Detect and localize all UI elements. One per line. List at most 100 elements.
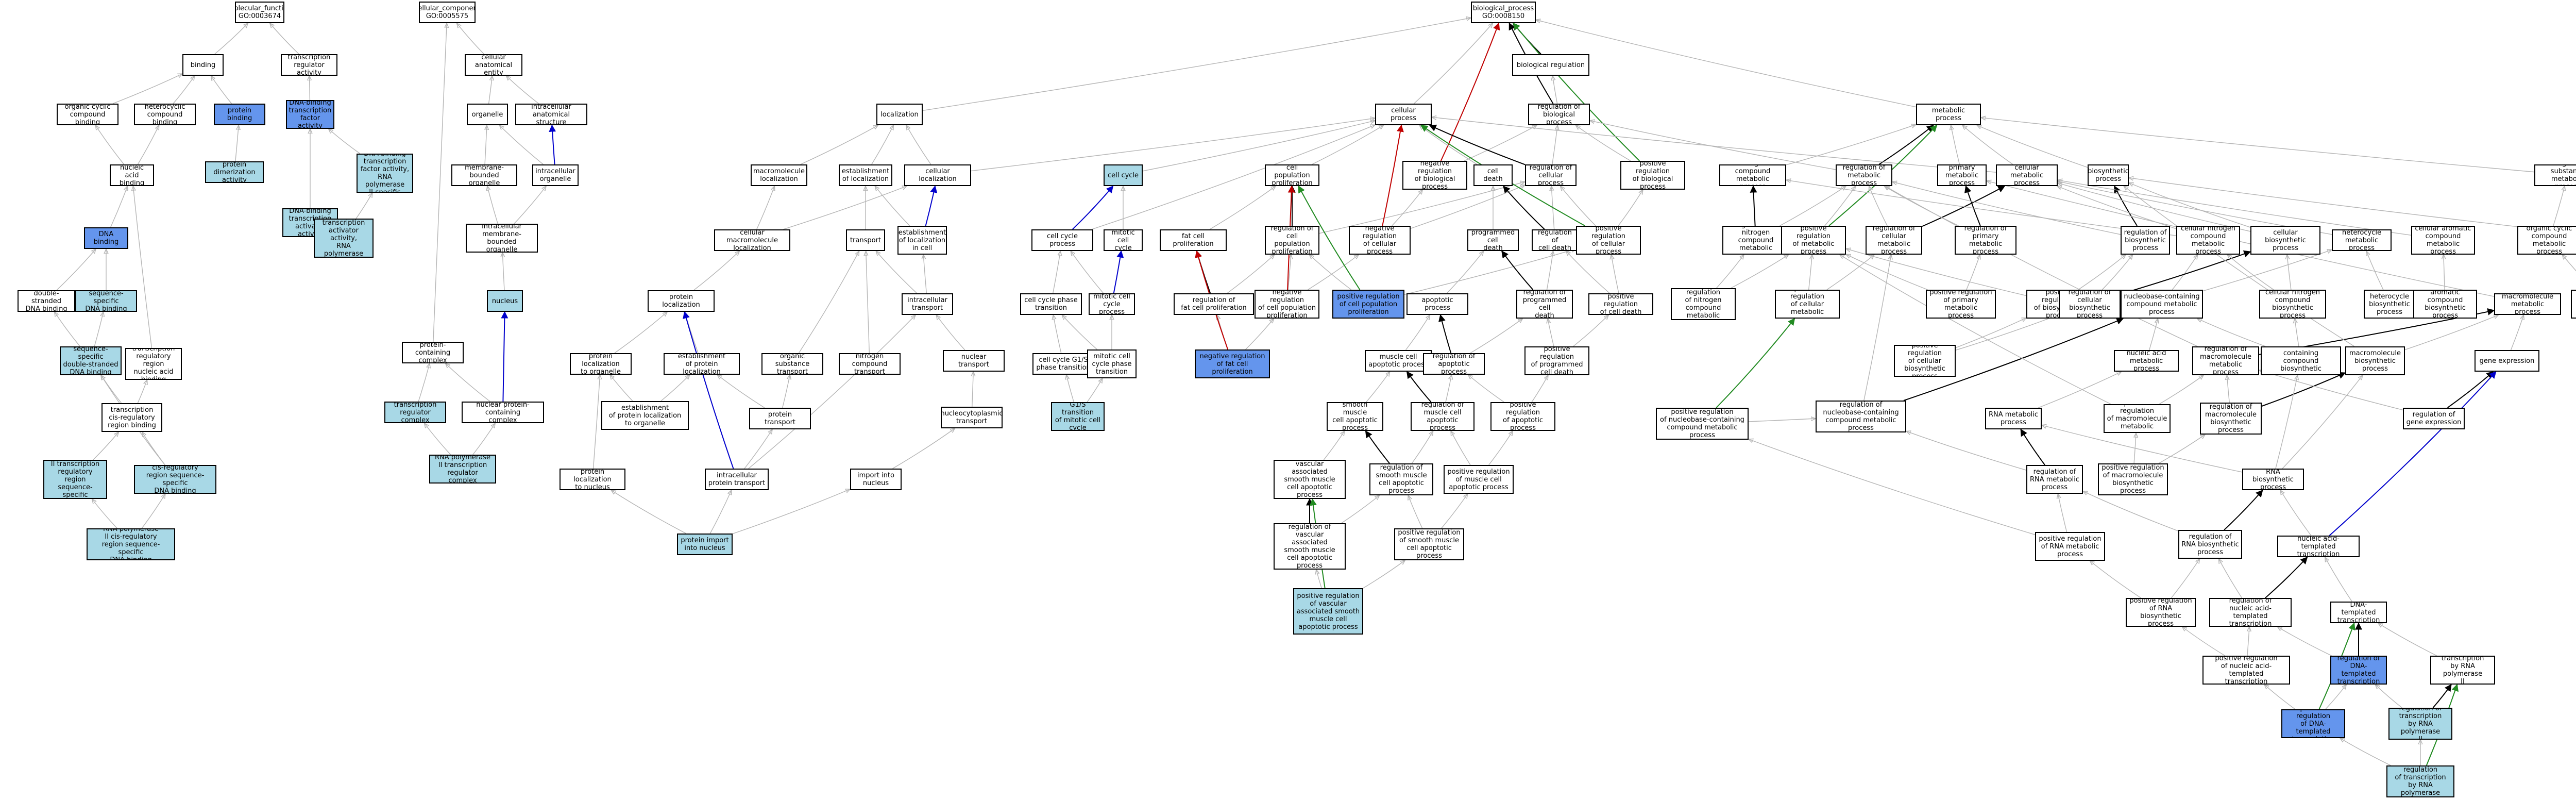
go-term-node[interactable]: positive regulation of cellular process [1576, 226, 1641, 255]
go-term-node[interactable]: negative regulation of cellular process [1349, 226, 1411, 255]
go-term-node[interactable]: protein import into nucleus [677, 534, 733, 555]
go-term-node[interactable]: cell cycle process [1031, 229, 1093, 251]
go-term-node[interactable]: establishment of localization in cell [897, 226, 947, 255]
go-term-node[interactable]: macromolecule localization [751, 164, 807, 186]
go-term-node[interactable]: transport [846, 229, 885, 251]
go-term-node[interactable]: regulation of cellular process [1525, 164, 1577, 186]
go-term-node[interactable]: apoptotic process [1406, 293, 1468, 315]
go-term-node[interactable]: regulation of nitrogen compound metaboli… [1722, 226, 1789, 255]
go-term-node[interactable]: DNA-templated transcription [2330, 602, 2387, 623]
go-term-node[interactable]: RNA biosynthetic process [2242, 469, 2304, 490]
go-term-node[interactable]: smooth muscle cell apoptotic process [1327, 402, 1383, 431]
go-term-node[interactable]: nucleobase-containing compound biosynthe… [2261, 346, 2341, 375]
go-term-node[interactable]: protein dimerization activity [205, 161, 264, 183]
go-term-node[interactable]: regulation of RNA biosynthetic process [2178, 530, 2242, 559]
go-term-node[interactable]: nucleobase-containing compound metabolic… [2121, 290, 2203, 319]
go-term-node[interactable]: DNA-binding transcription factor activit… [357, 154, 413, 193]
go-term-node[interactable]: mitotic cell cycle process [1089, 293, 1135, 315]
go-term-node[interactable]: cellular anatomical entity [465, 54, 522, 76]
go-term-node[interactable]: regulation of transcription by RNA polym… [2388, 708, 2452, 740]
go-term-node[interactable]: primary metabolic process [1937, 164, 1987, 186]
go-term-node[interactable]: negative regulation of fat cell prolifer… [1195, 349, 1270, 378]
go-term-node[interactable]: cellular aromatic compound metabolic pro… [2411, 226, 2475, 255]
go-term-node[interactable]: muscle cell apoptotic process [1365, 350, 1432, 372]
go-term-node[interactable]: negative regulation of cell population p… [1255, 290, 1319, 319]
go-term-node[interactable]: regulation of apoptotic process [1423, 353, 1485, 375]
go-term-node[interactable]: G1/S transition of mitotic cell cycle [1051, 402, 1105, 431]
go-term-node[interactable]: DNA binding [84, 227, 128, 249]
go-term-node[interactable]: intracellular organelle [532, 164, 579, 186]
go-term-node[interactable]: positive regulation of cellular metaboli… [1775, 290, 1840, 319]
go-term-node[interactable]: cellular_component GO:0005575 [419, 2, 476, 23]
go-term-node[interactable]: regulation of programmed cell death [1516, 290, 1573, 319]
go-term-node[interactable]: organelle [467, 104, 508, 125]
go-term-node[interactable]: localization [876, 104, 923, 125]
go-term-node[interactable]: regulation of cellular metabolic process [1866, 226, 1922, 255]
go-term-node[interactable]: sequence-specific DNA binding [75, 290, 137, 312]
go-term-node[interactable]: regulation of vascular associated smooth… [1274, 523, 1346, 570]
go-term-node[interactable]: molecular_function GO:0003674 [235, 2, 284, 23]
go-term-node[interactable]: organic cyclic compound binding [57, 104, 118, 125]
go-term-node[interactable]: regulation of fat cell proliferation [1174, 293, 1254, 315]
go-term-node[interactable]: positive regulation of cell death [1588, 293, 1653, 315]
go-term-node[interactable]: positive regulation of nucleic acid-temp… [2202, 656, 2290, 685]
go-term-node[interactable]: regulation of gene expression [2403, 408, 2465, 429]
go-term-node[interactable]: macromolecule biosynthetic process [2345, 346, 2405, 375]
go-term-node[interactable]: regulation of macromolecule biosynthetic… [2200, 403, 2262, 435]
go-term-node[interactable]: binding [182, 54, 224, 76]
go-term-node[interactable]: positive regulation of cellular biosynth… [1894, 345, 1956, 377]
go-term-node[interactable]: positive regulation of nucleobase-contai… [1656, 408, 1749, 440]
go-term-node[interactable]: regulation of biological process [1528, 104, 1590, 125]
go-term-node[interactable]: cellular process [1375, 104, 1432, 125]
go-term-node[interactable]: positive regulation of DNA-templated tra… [2281, 709, 2345, 738]
go-term-node[interactable]: cellular localization [904, 164, 971, 186]
go-term-node[interactable]: transcription regulator complex [384, 402, 446, 423]
go-term-node[interactable]: protein localization to organelle [570, 353, 632, 375]
go-term-node[interactable]: positive regulation of nitrogen compound… [1671, 288, 1736, 320]
go-term-node[interactable]: biological_process GO:0008150 [1471, 2, 1536, 23]
go-term-node[interactable]: regulation of primary metabolic process [1955, 226, 2016, 255]
go-term-node[interactable]: import into nucleus [850, 469, 902, 490]
go-term-node[interactable]: positive regulation of RNA biosynthetic … [2126, 598, 2196, 627]
go-term-node[interactable]: nitrogen compound metabolic process [1719, 164, 1786, 186]
go-term-node[interactable]: membrane-bounded organelle [451, 164, 517, 186]
go-term-node[interactable]: cell cycle [1104, 164, 1143, 186]
go-term-node[interactable]: nucleocytoplasmic transport [941, 407, 1003, 428]
go-term-node[interactable]: regulation of RNA metabolic process [2026, 465, 2083, 494]
go-term-node[interactable]: nuclear protein-containing complex [462, 402, 544, 423]
go-term-node[interactable]: cellular nitrogen compound biosynthetic … [2259, 290, 2326, 319]
go-term-node[interactable]: macromolecule metabolic process [2494, 293, 2561, 315]
go-term-node[interactable]: RNA metabolic process [1985, 408, 2042, 429]
go-term-node[interactable]: positive regulation of muscle cell apopt… [1444, 465, 1514, 494]
go-term-node[interactable]: cell cycle phase transition [1020, 293, 1082, 315]
go-term-node[interactable]: intracellular membrane-bounded organelle [466, 224, 538, 253]
go-term-node[interactable]: establishment of localization [839, 164, 892, 186]
go-term-node[interactable]: establishment of protein localization [664, 353, 740, 375]
go-term-node[interactable]: positive regulation of smooth muscle cel… [1394, 528, 1464, 560]
go-term-node[interactable]: protein localization [648, 290, 715, 312]
go-term-node[interactable]: aromatic compound biosynthetic process [2413, 290, 2477, 319]
go-term-node[interactable]: biological regulation [1512, 54, 1589, 76]
go-term-node[interactable]: protein transport [749, 408, 811, 429]
go-term-node[interactable]: organic cyclic compound biosynthetic pro… [2571, 290, 2576, 319]
go-term-node[interactable]: sequence-specific double-stranded DNA bi… [60, 346, 122, 375]
go-term-node[interactable]: cell population proliferation [1265, 164, 1319, 186]
go-term-node[interactable]: organic substance metabolic process [2534, 164, 2576, 186]
go-term-node[interactable]: nucleic acid binding [110, 164, 154, 186]
go-term-node[interactable]: double-stranded DNA binding [18, 290, 75, 312]
go-term-node[interactable]: positive regulation of macromolecule met… [2104, 404, 2171, 433]
go-term-node[interactable]: protein localization to nucleus [560, 469, 625, 490]
go-term-node[interactable]: organic substance transport [761, 353, 823, 375]
go-term-node[interactable]: regulation of nucleobase-containing comp… [1816, 401, 1906, 432]
go-term-node[interactable]: cellular metabolic process [1996, 164, 2058, 186]
go-term-node[interactable]: biosynthetic process [2088, 164, 2129, 186]
go-term-node[interactable]: positive regulation of RNA metabolic pro… [2035, 532, 2105, 561]
go-term-node[interactable]: positive regulation of transcription by … [2386, 765, 2454, 797]
go-term-node[interactable]: regulation of macromolecule metabolic pr… [2192, 346, 2259, 375]
go-term-node[interactable]: heterocyclic compound binding [134, 104, 196, 125]
go-term-node[interactable]: fat cell proliferation [1160, 229, 1227, 251]
go-term-node[interactable]: transcription by RNA polymerase II [2430, 656, 2495, 685]
go-term-node[interactable]: heterocycle biosynthetic process [2364, 290, 2415, 319]
go-term-node[interactable]: RNA polymerase II transcription regulato… [429, 455, 496, 484]
go-term-node[interactable]: regulation of muscle cell apoptotic proc… [1411, 402, 1475, 431]
